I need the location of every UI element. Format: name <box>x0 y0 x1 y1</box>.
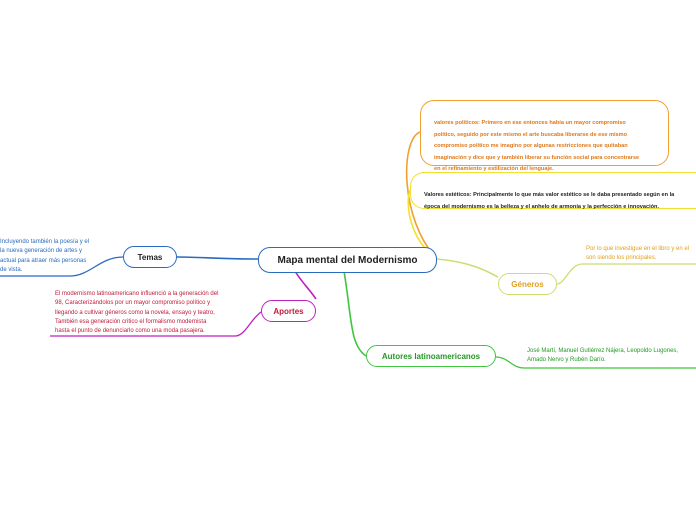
link-temas-underline <box>0 256 124 277</box>
link-temas <box>176 256 259 260</box>
valores-esteticos-text: Valores estéticos: Principalmente lo que… <box>424 192 675 210</box>
link-autores-underline <box>495 356 696 369</box>
valores-politicos-text: valores políticos: Primero en ese entonc… <box>434 120 640 173</box>
link-aportes <box>294 270 317 300</box>
valores-politicos-bubble[interactable]: valores políticos: Primero en ese entonc… <box>420 100 669 172</box>
topic-aportes-label: Aportes <box>273 306 304 316</box>
link-generos-underline <box>556 263 696 285</box>
topic-autores[interactable]: Autores latinoamericanos <box>366 345 496 367</box>
link-generos <box>436 258 499 278</box>
topic-generos[interactable]: Géneros <box>498 273 557 295</box>
aportes-note: El modernismo latinoamericano influenció… <box>55 291 219 335</box>
topic-autores-label: Autores latinoamericanos <box>381 351 481 361</box>
topic-aportes[interactable]: Aportes <box>261 300 316 322</box>
link-valores-politicos <box>405 131 438 260</box>
valores-esteticos-bubble[interactable]: Valores estéticos: Principalmente lo que… <box>410 172 696 210</box>
autores-note: José Martí, Manuel Gutiérrez Nájera, Leo… <box>527 348 679 364</box>
central-topic-label: Mapa mental del Modernismo <box>277 254 418 266</box>
generos-note: Por lo que investigue en el libro y en e… <box>586 246 690 262</box>
topic-temas[interactable]: Temas <box>123 246 177 268</box>
topic-generos-label: Géneros <box>511 279 544 289</box>
temas-note: Incluyendo también la poesía y el la nue… <box>0 239 90 273</box>
topic-temas-label: Temas <box>137 252 163 262</box>
central-topic[interactable]: Mapa mental del Modernismo <box>258 247 437 273</box>
link-aportes-underline <box>50 311 262 337</box>
link-autores <box>343 270 367 357</box>
